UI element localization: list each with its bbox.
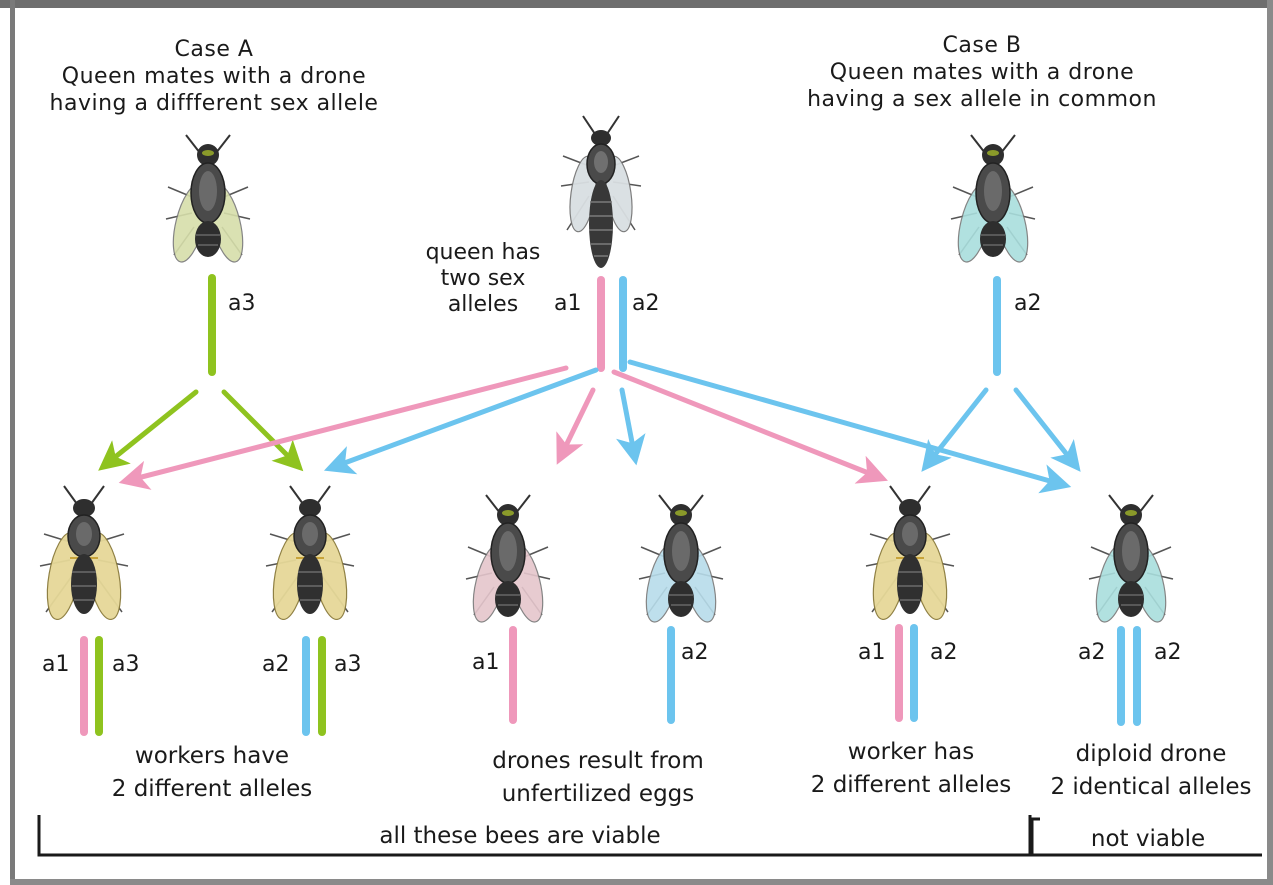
drone-b-allele-label: a2 xyxy=(1014,291,1041,316)
arrow-queenA1-to-worker3 xyxy=(614,372,881,478)
case-a-title: Case A xyxy=(40,36,388,63)
queen-label: queen has two sex alleles xyxy=(408,240,558,318)
workers-caption-line2: 2 different alleles xyxy=(92,773,332,806)
drone1-allele-label: a1 xyxy=(472,650,499,675)
diploid-caption-line2: 2 identical alleles xyxy=(1040,771,1262,804)
queen-allele1-label: a1 xyxy=(554,291,581,316)
drones-caption-line2: unfertilized eggs xyxy=(478,778,718,811)
arrow-droneA-to-worker1 xyxy=(104,392,196,466)
case-b-title: Case B xyxy=(794,32,1170,59)
worker-caption-line2: 2 different alleles xyxy=(800,769,1022,802)
queen-allele2-label: a2 xyxy=(632,291,659,316)
drone-bee-a2-icon xyxy=(639,495,723,625)
queen-bee-icon xyxy=(561,116,641,268)
diploid-caption-line1: diploid drone xyxy=(1040,738,1262,771)
worker-caption: worker has 2 different alleles xyxy=(800,736,1022,802)
case-a-line2: having a diffferent sex allele xyxy=(40,90,388,117)
worker-bee-3-icon xyxy=(866,486,954,622)
worker1-allele-left: a1 xyxy=(42,652,69,677)
worker2-allele-left: a2 xyxy=(262,652,289,677)
drones-caption-line1: drones result from xyxy=(478,745,718,778)
case-a-heading: Case A Queen mates with a drone having a… xyxy=(40,36,388,117)
arrow-queenA1-to-drone1 xyxy=(560,390,593,458)
case-b-line1: Queen mates with a drone xyxy=(794,59,1170,86)
workers-caption-line1: workers have xyxy=(92,740,332,773)
drone-case-a-icon xyxy=(166,135,250,265)
case-b-heading: Case B Queen mates with a drone having a… xyxy=(794,32,1170,113)
workers-caption: workers have 2 different alleles xyxy=(92,740,332,806)
not-viable-label: not viable xyxy=(1072,823,1224,856)
queen-label-line1: queen has xyxy=(408,240,558,266)
worker-caption-line1: worker has xyxy=(800,736,1022,769)
queen-label-line2: two sex xyxy=(408,266,558,292)
drone-case-b-icon xyxy=(951,135,1035,265)
diploid-caption: diploid drone 2 identical alleles xyxy=(1040,738,1262,804)
arrow-queenA2-to-drone2 xyxy=(622,390,635,458)
case-a-line1: Queen mates with a drone xyxy=(40,63,388,90)
worker1-allele-right: a3 xyxy=(112,652,139,677)
worker3-allele-left: a1 xyxy=(858,640,885,665)
diploid-allele-left: a2 xyxy=(1078,640,1105,665)
diploid-allele-right: a2 xyxy=(1154,640,1181,665)
worker3-allele-right: a2 xyxy=(930,640,957,665)
drone2-allele-label: a2 xyxy=(681,640,708,665)
worker2-allele-right: a3 xyxy=(334,652,361,677)
drones-caption: drones result from unfertilized eggs xyxy=(478,745,718,811)
arrow-droneB-to-diploid xyxy=(1016,390,1076,466)
case-b-line2: having a sex allele in common xyxy=(794,86,1170,113)
worker-bee-1-icon xyxy=(40,486,128,622)
drone-bee-a1-icon xyxy=(466,495,550,625)
diploid-drone-icon xyxy=(1089,495,1173,625)
queen-label-line3: alleles xyxy=(408,292,558,318)
viable-label: all these bees are viable xyxy=(372,820,668,853)
worker-bee-2-icon xyxy=(266,486,354,622)
drone-a-allele-label: a3 xyxy=(228,291,255,316)
